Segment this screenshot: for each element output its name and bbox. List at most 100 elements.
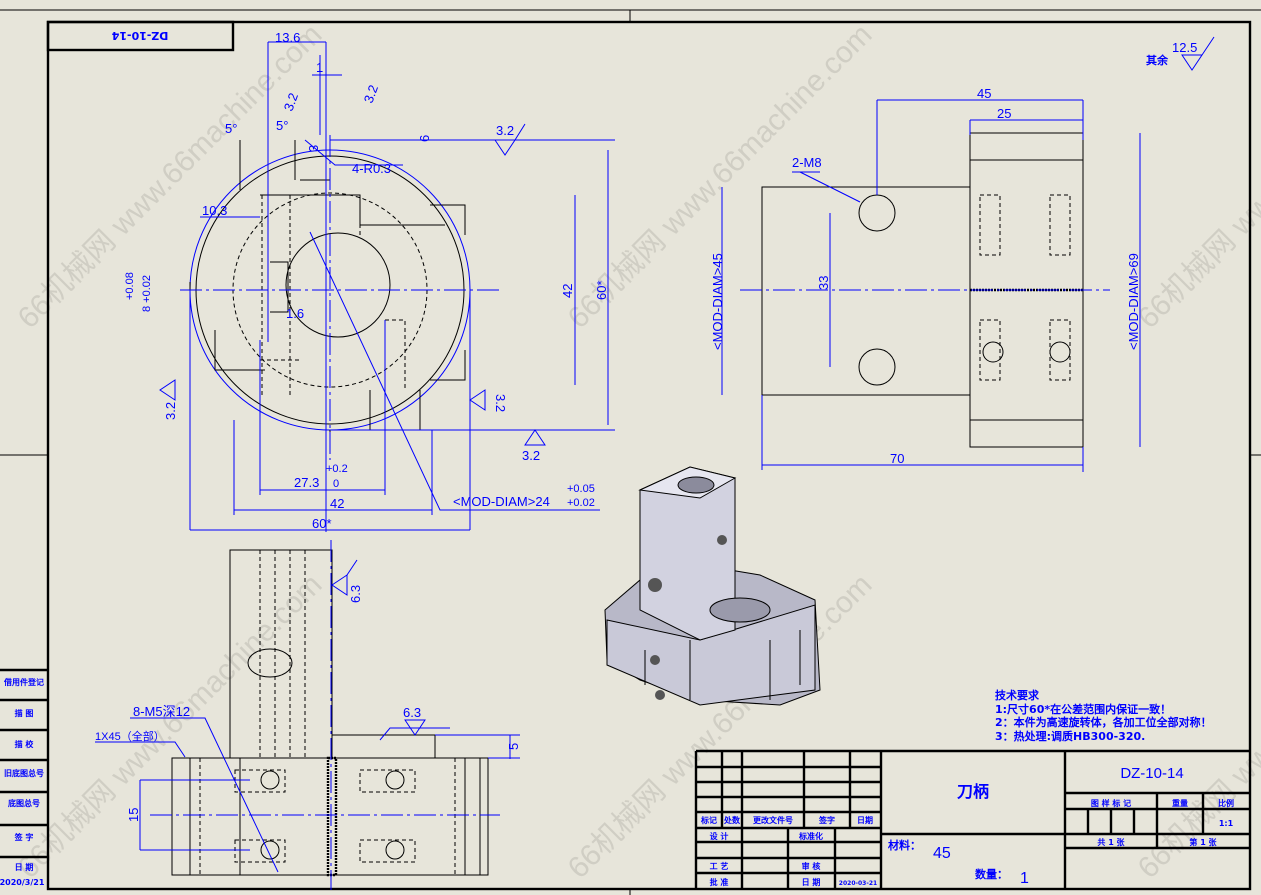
dimension-label: 借用件登记 [3, 677, 44, 687]
drawing-line [761, 186, 971, 396]
dimension-label: 45 [977, 86, 991, 101]
drawing-line [650, 655, 660, 665]
drawing-line [189, 758, 481, 875]
dimension-label: 图 样 标 记 [1091, 798, 1131, 808]
drawing-line [858, 194, 896, 232]
dimension-label: 4-R0.3 [352, 161, 391, 176]
dimension-label: 1X45（全部） [95, 729, 165, 743]
technical-requirements: 技术要求 1:尺寸60*在公差范围内保证一致！ 2：本件为高速旋转体，各加工位全… [995, 688, 1212, 743]
dimension-label: 6 [417, 135, 432, 142]
dimension-label: 处数 [723, 815, 741, 825]
dimension-label: 材料： [888, 838, 921, 852]
dimension-label: 数量： [975, 867, 1008, 881]
drawing-line [385, 770, 405, 790]
dimension-label: 2020-03-21 [839, 880, 877, 887]
dimension-label: 1:尺寸60*在公差范围内保证一致！ [995, 702, 1171, 716]
bottom-view: 6.3 8-M5深12 1X45（全部） 6.3 5 15 [95, 540, 521, 890]
dimension-label: 66机械网 www.66machine.com [12, 18, 329, 335]
dimension-label: 底图总号 [7, 798, 40, 808]
dimension-label: 3.2 [493, 394, 508, 412]
material-value: 45 [933, 845, 951, 862]
dimension-label: 15 [126, 808, 141, 822]
dimension-label: 70 [890, 451, 904, 466]
watermarks: 66机械网 www.66machine.com 66机械网 www.66mach… [12, 18, 1261, 885]
dimension-label: 10.3 [202, 203, 227, 218]
drawing-line [95, 717, 520, 873]
drawing-line [247, 648, 293, 678]
drawing-line [1181, 36, 1215, 71]
part-number: DZ-10-14 [1120, 765, 1183, 782]
dimension-label: 5 [506, 743, 521, 750]
side-strip: 借用件登记 描 图 描 校 旧底图总号 底图总号 签 字 日 期 2020/3/… [0, 668, 48, 887]
mirrored-part-number: DZ-10-14 [111, 29, 168, 42]
dimension-label: +0.2 [326, 463, 348, 475]
dimension-label: 1:1 [1219, 819, 1234, 828]
dimension-label: 1.6 [286, 306, 304, 321]
dimension-label: 27.3 [294, 475, 319, 490]
dimension-label: 描 图 [15, 708, 34, 718]
drawing-line [648, 578, 662, 592]
drawing-line [171, 757, 489, 876]
dimension-label: 旧底图总号 [4, 768, 44, 778]
drawing-line [385, 840, 405, 860]
dimension-label: 13.6 [275, 30, 300, 45]
dimension-label: 3.2 [361, 83, 381, 105]
dimension-label: 2020/3/21 [0, 878, 45, 887]
drawing-line [677, 476, 715, 494]
drawing-line [331, 734, 436, 759]
dimension-label: 设 计 [710, 831, 729, 841]
drawing-line [46, 20, 235, 52]
dimension-label: 标准化 [798, 831, 823, 841]
dimension-label: <MOD-DIAM>24 [453, 494, 550, 509]
dimension-label: 8 +0.02 [141, 275, 153, 312]
dimension-label: 6.3 [348, 585, 363, 603]
dimension-label: <MOD-DIAM>69 [1126, 253, 1141, 350]
drawing-line [644, 630, 801, 700]
dimension-label: 33 [816, 276, 831, 290]
dimension-label: +0.08 [124, 272, 136, 300]
dimension-label: 3：热处理:调质HB300-320. [995, 729, 1145, 743]
dimension-label: 共 1 张 [1097, 837, 1125, 847]
dimension-label: 42 [330, 496, 344, 511]
dimension-label: 3 [306, 145, 321, 152]
dimension-label: 签 字 [14, 832, 34, 842]
dimension-label: 重量 [1172, 798, 1188, 808]
dimension-label: 66机械网 www.66machine.com [12, 568, 329, 885]
side-view: 45 25 2-M8 33 <MOD-DIAM>45 <MOD-DIAM>69 … [710, 86, 1141, 472]
title-block: 标记 处数 更改文件号 签字 日期 设 计 标准化 工 艺 审 核 批 准 日 … [694, 749, 1250, 889]
dimension-label: 审 核 [802, 861, 821, 871]
dimension-label: 2-M8 [792, 155, 822, 170]
dimension-label: +0.05 [567, 483, 595, 495]
drawing-line [694, 749, 1250, 889]
drawing-line [696, 751, 881, 889]
dimension-label: +0.02 [567, 497, 595, 509]
quantity-value: 1 [1020, 870, 1029, 887]
drawing-line [982, 341, 1004, 363]
dimension-label: 标记 [700, 815, 717, 825]
drawing-line [709, 597, 771, 623]
dimension-label: 日 期 [802, 877, 821, 887]
dimension-label: 5° [276, 118, 288, 133]
dimension-label: 1 [316, 60, 323, 75]
dimension-label: 批 准 [710, 877, 729, 887]
dimension-label: 工 艺 [710, 861, 729, 871]
drawing-line [199, 758, 456, 875]
dimension-label: 12.5 [1172, 40, 1197, 55]
drawing-line [858, 348, 896, 386]
drawing-line [721, 99, 1141, 472]
front-view: 13.6 1 3.2 3.2 5° 5° 3 6 4-R0.3 3.2 10.3… [124, 30, 615, 532]
dimension-label: 3.2 [496, 123, 514, 138]
dimension-label: 3.2 [163, 402, 178, 420]
dimension-label: 25 [997, 106, 1011, 121]
dimension-label: 3.2 [522, 448, 540, 463]
drawing-line [285, 232, 391, 338]
drawing-line [260, 840, 280, 860]
dimension-label: 描 校 [15, 739, 35, 749]
dimension-label: 8-M5深12 [133, 704, 190, 719]
drawing-line [326, 756, 338, 877]
dimension-label: 60* [594, 280, 609, 300]
general-surface-finish: 12.5 其余 [1146, 36, 1215, 71]
part-name: 刀柄 [957, 782, 989, 801]
